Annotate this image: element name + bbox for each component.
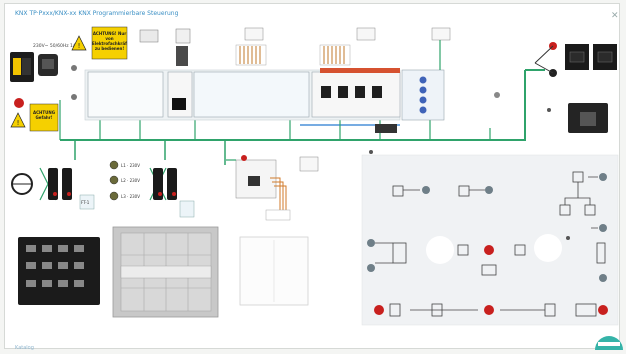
logo-icon — [595, 336, 623, 350]
fuse-label-plate — [79, 194, 95, 210]
terminal-screw — [71, 65, 77, 71]
fuse-holder-icon[interactable] — [11, 167, 72, 201]
lamp-icon — [484, 305, 494, 315]
svg-text:!: ! — [78, 42, 81, 50]
relay-module[interactable] — [226, 155, 319, 221]
warning-plate — [91, 26, 128, 60]
power-connector — [38, 54, 58, 76]
warning-triangle-icon: ! — [10, 112, 26, 128]
switch-icon[interactable] — [239, 236, 309, 306]
emergency-stop-button[interactable] — [14, 98, 24, 108]
bus-wiring — [59, 69, 545, 165]
indicator-label-3: L3 · 230V — [121, 194, 140, 199]
board-footer: Katalog — [15, 345, 34, 351]
banana-sockets[interactable] — [534, 42, 617, 77]
warning-triangle-icon: ! — [71, 35, 87, 51]
indicator-lamps — [109, 160, 119, 201]
indicator-label-1: L1 · 230V — [121, 163, 140, 168]
indicator-label-2: L2 · 230V — [121, 178, 140, 183]
schematic-panel — [361, 154, 619, 326]
dimmer-knob-icon[interactable] — [426, 236, 454, 264]
lamp-icon — [374, 305, 384, 315]
fuse-holder-icon[interactable] — [149, 167, 177, 201]
connector-strips — [139, 27, 451, 70]
power-socket-icon[interactable] — [10, 52, 34, 82]
din-rail — [84, 68, 445, 133]
power-label: 230V~ 50/60Hz 1A — [33, 43, 77, 49]
board-header: KNX TP·Pxxx/KNX-xx KNX Programmierbare S… — [15, 10, 179, 17]
warning-label-2: ACHTUNG Gefahr! — [33, 110, 55, 120]
fuse-label-text: FT-1 — [81, 200, 90, 205]
touch-panel[interactable] — [18, 237, 100, 305]
warning-plate-2 — [29, 103, 59, 132]
lamp-icon — [484, 245, 494, 255]
power-socket-icon[interactable] — [568, 103, 608, 133]
warning-label: ACHTUNG! Nur von Elektrofachkräften zu b… — [92, 31, 127, 51]
terminal-screw — [494, 92, 500, 98]
terminal-screw — [369, 150, 373, 154]
terminal-screw — [71, 94, 77, 100]
terminal-screw — [547, 108, 551, 112]
svg-text:!: ! — [17, 119, 20, 127]
lamp-icon — [598, 305, 608, 315]
dimmer-knob-icon[interactable] — [534, 234, 562, 262]
close-icon[interactable]: ✕ — [611, 11, 619, 21]
fuse-label-plate — [179, 200, 195, 218]
push-button-panel[interactable] — [112, 226, 219, 318]
